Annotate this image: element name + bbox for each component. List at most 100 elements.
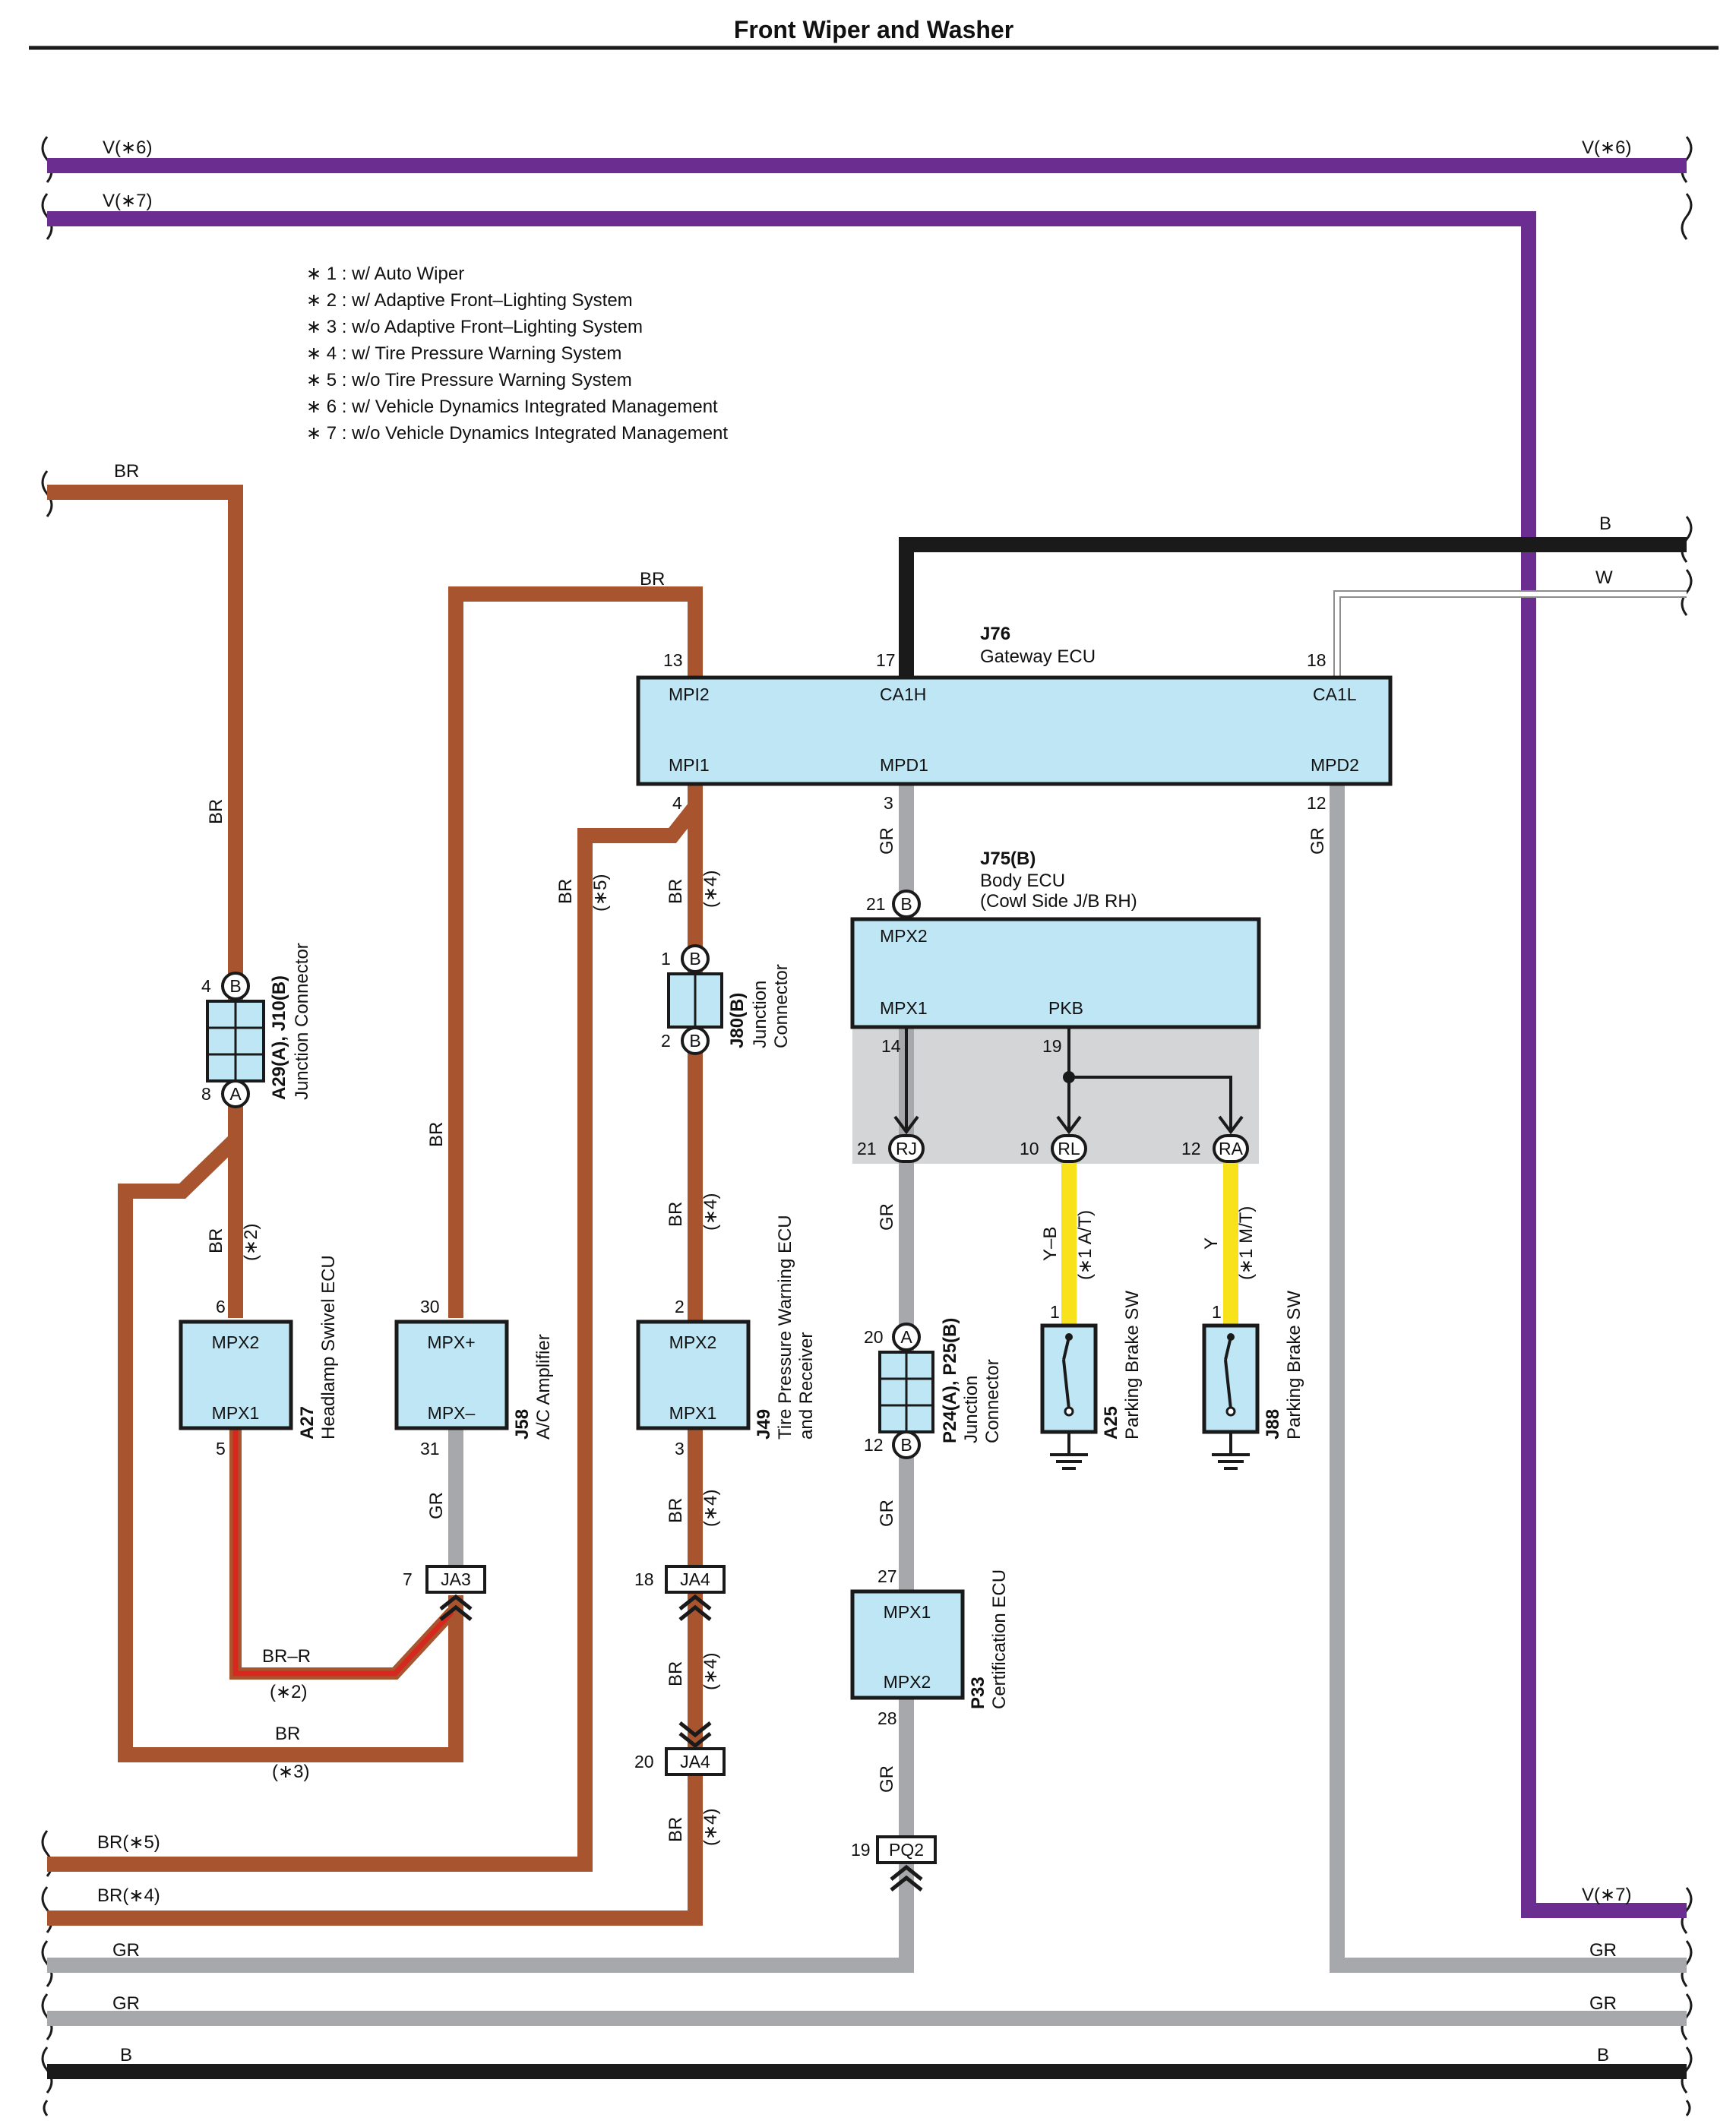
j49-code: J49 [754,1409,774,1440]
j58-pin-top: MPX+ [427,1332,475,1352]
yellow-wires [1061,1158,1238,1329]
note-6: ∗ 6 : w/ Vehicle Dynamics Integrated Man… [306,397,718,417]
note-2: ∗ 2 : w/ Adaptive Front–Lighting System [306,290,633,311]
label-gr-left1: GR [112,1940,140,1961]
label-gr-vert-p33: GR [877,1765,897,1793]
p33-name: Certification ECU [989,1569,1010,1709]
a29-conn-a: A [229,1084,242,1104]
pin-num-13: 13 [663,650,683,670]
j80-conn-b-top: B [689,949,700,969]
label-br-vert-left: BR [206,799,226,824]
label-c4-vert-a: (∗4) [700,871,721,908]
label-yb-vert: Y–B [1040,1227,1061,1261]
j49-name1: Tire Pressure Warning ECU [775,1215,795,1440]
wire-gr-mpd1 [47,784,914,1973]
j49-num-3: 3 [675,1439,685,1459]
p33-code: P33 [968,1677,988,1709]
j80-pin-1: 1 [661,949,671,969]
label-br5: BR(∗5) [97,1832,160,1853]
label-b-top: B [1599,514,1611,534]
label-v6-left: V(∗6) [103,137,152,158]
wire-br5 [47,801,701,1872]
a29-code: A29(A), J10(B) [269,975,289,1100]
pin-body-mpx2: MPX2 [880,926,928,946]
label-gr-right1: GR [1589,1940,1617,1961]
p24-conn-a: A [900,1327,912,1347]
p24-pin-12: 12 [864,1435,884,1455]
j58-code: J58 [512,1409,533,1440]
j49-pin-bot: MPX1 [669,1403,717,1423]
label-c1mt-vert: (∗1 M/T) [1236,1206,1257,1280]
pin-ca1h: CA1H [880,684,926,704]
note-7: ∗ 7 : w/o Vehicle Dynamics Integrated Ma… [306,423,728,444]
label-v7-left: V(∗7) [103,191,152,211]
black-wires [47,537,1687,2079]
p24-name1: Junction [961,1376,982,1443]
j49-num-2: 2 [675,1297,685,1316]
inline-connector-ja4-upper: JA4 18 [634,1565,726,1621]
pin-num-19: 19 [1042,1036,1062,1056]
p24-name2: Connector [982,1359,1003,1443]
a27-pin-bot: MPX1 [212,1403,260,1423]
a25-pin-1: 1 [1050,1302,1060,1322]
label-br-vert-4b: BR [666,1202,686,1227]
headlamp-swivel-ecu: MPX2 MPX1 6 5 A27 Headlamp Swivel ECU [179,1255,339,1459]
label-w: W [1595,567,1613,588]
label-br-loop: BR [275,1724,300,1744]
inline-connector-pq2: PQ2 19 [851,1835,937,1892]
j80-pin-2: 2 [661,1031,671,1051]
wire-labels: V(∗6) V(∗6) V(∗7) V(∗7) BR BR B W BR–R (… [97,137,1631,2065]
label-v6-right: V(∗6) [1582,137,1631,158]
ac-amplifier: MPX+ MPX– 30 31 J58 A/C Amplifier [394,1297,554,1459]
inline-connector-ja3: JA3 7 [403,1565,486,1621]
wire-b-top [899,537,1687,678]
pin-mpd1: MPD1 [880,755,928,775]
parking-brake-switch-a25: 1 A25 Parking Brake SW [1040,1291,1143,1470]
j49-pin-top: MPX2 [669,1332,717,1352]
label-gr-vert-rj: GR [877,1203,897,1231]
pin-mpi2: MPI2 [669,684,710,704]
pin-body-mpx1: MPX1 [880,998,928,1018]
j80-name2: Connector [771,964,792,1048]
body-ecu: J75(B) Body ECU (Cowl Side J/B RH) MPX2 … [850,849,1261,1163]
j80-conn-b-bot: B [689,1031,700,1051]
wire-w-outer [1333,590,1687,678]
label-c1at-vert: (∗1 A/T) [1075,1210,1096,1280]
pkb-signal-lines [893,1027,1244,1135]
parking-brake-switch-j88: 1 J88 Parking Brake SW [1202,1291,1304,1470]
gateway-ecu: J76 Gateway ECU MPI2 CA1H CA1L MPI1 MPD1… [636,624,1393,813]
p33-num-28: 28 [877,1708,897,1728]
ja3-code: JA3 [441,1569,471,1589]
notes-list: ∗ 1 : w/ Auto Wiper ∗ 2 : w/ Adaptive Fr… [306,264,728,444]
pin-num-17: 17 [876,650,896,670]
gateway-ecu-code: J76 [980,624,1010,644]
label-gr-right2: GR [1589,1993,1617,2014]
certification-ecu: MPX1 MPX2 27 28 P33 Certification ECU [850,1566,1010,1728]
label-y-vert: Y [1201,1237,1222,1250]
a27-num-6: 6 [216,1297,226,1316]
body-ecu-name2: (Cowl Side J/B RH) [980,891,1137,912]
a29-name: Junction Connector [292,943,312,1100]
label-gr-vert-j58: GR [426,1492,447,1519]
label-c5-vert: (∗5) [590,874,611,912]
wire-gr-mpd2 [1330,784,1687,1973]
wire-br-r [229,1428,457,1680]
a29-pin-4: 4 [201,976,211,996]
ja4a-code: JA4 [680,1569,710,1589]
j49-name2: and Receiver [796,1332,817,1440]
conn-rl: RL [1058,1139,1080,1158]
pin-num-4: 4 [672,793,682,813]
pin-num-21-top: 21 [866,894,886,914]
p33-pin-bot: MPX2 [884,1672,931,1692]
label-b-left: B [120,2045,132,2065]
tire-pressure-warning-ecu: MPX2 MPX1 2 3 J49 Tire Pressure Warning … [636,1215,817,1459]
label-br-vert-5: BR [555,879,576,904]
label-br-vert-4e: BR [666,1817,686,1842]
label-c2-brr: (∗2) [270,1682,307,1702]
label-c3: (∗3) [272,1762,309,1782]
wire-w-inner [1335,592,1687,678]
label-br-vert-a27: BR [206,1228,226,1253]
label-c4-vert-c: (∗4) [700,1490,721,1527]
ja4a-pin: 18 [634,1569,654,1589]
